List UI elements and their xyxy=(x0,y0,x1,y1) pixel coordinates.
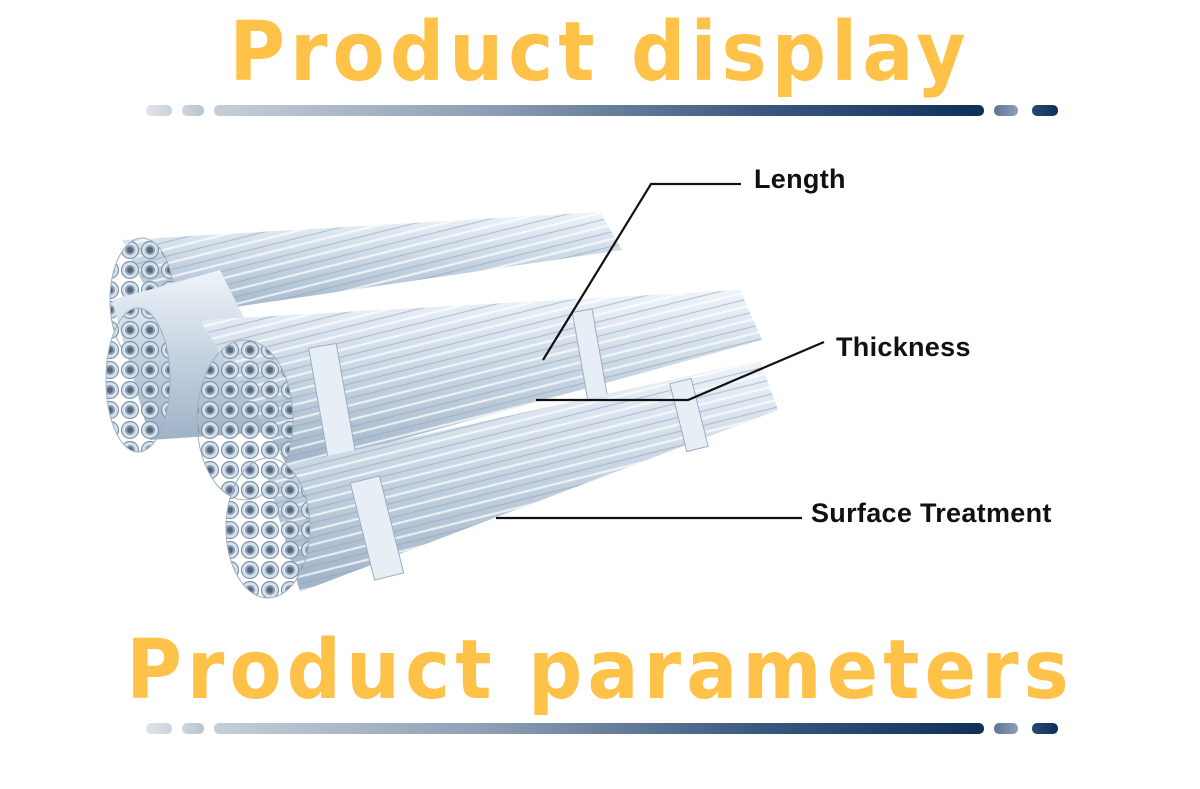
length-callout-label: Length xyxy=(754,164,846,194)
pipe-bundle-middle xyxy=(196,290,762,501)
callout-leader-lines xyxy=(496,182,825,520)
pipe-bundle-front xyxy=(225,360,778,599)
product-display-heading: Product display xyxy=(229,3,971,100)
heading-divider-top xyxy=(146,105,1058,116)
surface-treatment-callout-label: Surface Treatment xyxy=(811,498,1052,528)
product-parameters-heading: Product parameters xyxy=(126,621,1074,718)
heading-divider-bottom xyxy=(146,723,1058,734)
length-leader-line xyxy=(542,182,741,361)
thickness-leader-line xyxy=(536,340,825,402)
thickness-callout-label: Thickness xyxy=(836,332,971,362)
